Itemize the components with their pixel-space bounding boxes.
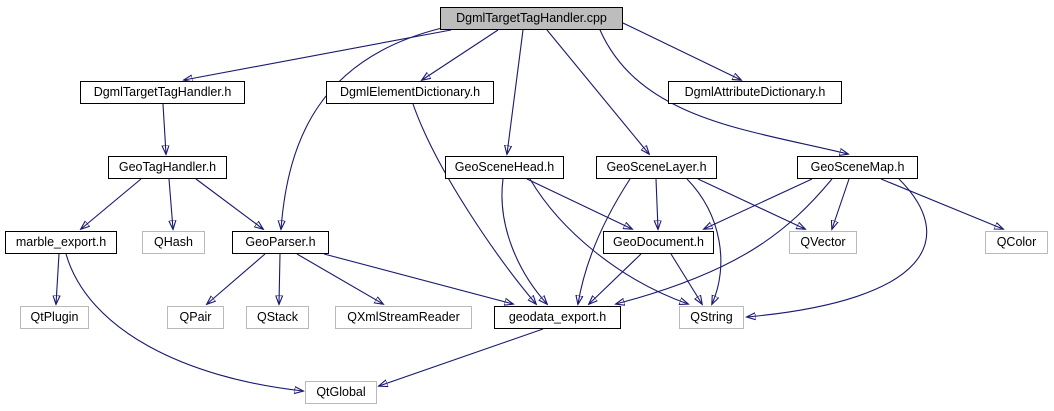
node-scene-head[interactable]: GeoSceneHead.h bbox=[445, 156, 564, 179]
node-cpp: DgmlTargetTagHandler.cpp bbox=[440, 7, 623, 30]
edge-geo-tag-to-qhash bbox=[169, 178, 173, 229]
edge-scene-head-to-qstring bbox=[529, 178, 688, 304]
edge-dgml-elem-to-geodata-export bbox=[412, 103, 536, 304]
node-scene-map[interactable]: GeoSceneMap.h bbox=[797, 156, 918, 179]
node-scene-layer[interactable]: GeoSceneLayer.h bbox=[596, 156, 717, 179]
node-qxml: QXmlStreamReader bbox=[335, 306, 472, 329]
edge-geo-parser-to-qstack bbox=[279, 253, 280, 304]
edge-scene-layer-to-qvector bbox=[697, 178, 805, 229]
edge-scene-map-to-geodata-export bbox=[616, 178, 833, 304]
node-marble-export[interactable]: marble_export.h bbox=[5, 231, 117, 254]
node-qvector: QVector bbox=[789, 231, 857, 254]
edge-scene-map-to-qvector bbox=[832, 178, 850, 229]
edge-cpp-to-dgml-attr bbox=[622, 22, 741, 80]
edge-geo-parser-to-qpair bbox=[207, 253, 266, 304]
edge-geo-parser-to-geodata-export bbox=[323, 253, 513, 304]
node-dgml-elem[interactable]: DgmlElementDictionary.h bbox=[326, 81, 494, 104]
node-geo-document[interactable]: GeoDocument.h bbox=[603, 231, 714, 254]
edge-scene-head-to-geo-document bbox=[526, 178, 632, 229]
edge-dgml-target-h-to-geo-tag bbox=[163, 103, 166, 154]
node-qhash: QHash bbox=[142, 231, 205, 254]
edge-cpp-to-geo-parser bbox=[281, 27, 443, 229]
edge-scene-map-to-qstring bbox=[747, 178, 928, 317]
edge-cpp-to-dgml-elem bbox=[422, 29, 499, 80]
edge-scene-map-to-qcolor bbox=[880, 178, 1003, 229]
edge-geo-document-to-qstring bbox=[670, 253, 702, 304]
node-geo-tag[interactable]: GeoTagHandler.h bbox=[108, 156, 227, 179]
edge-scene-layer-to-qstring bbox=[686, 178, 722, 304]
node-dgml-target-h[interactable]: DgmlTargetTagHandler.h bbox=[80, 81, 245, 104]
edge-geo-tag-to-marble-export bbox=[81, 178, 142, 229]
node-qtglobal: QtGlobal bbox=[305, 381, 377, 404]
edge-scene-map-to-geo-document bbox=[704, 178, 813, 229]
node-dgml-attr[interactable]: DgmlAttributeDictionary.h bbox=[668, 81, 842, 104]
node-qtplugin: QtPlugin bbox=[20, 306, 89, 329]
edge-cpp-to-scene-head bbox=[507, 29, 524, 154]
edge-geo-tag-to-geo-parser bbox=[195, 178, 263, 229]
node-qstring: QString bbox=[679, 306, 744, 329]
edge-marble-export-to-qtplugin bbox=[56, 253, 59, 304]
edge-geo-document-to-geodata-export bbox=[589, 253, 642, 304]
edge-marble-export-to-qtglobal bbox=[65, 253, 303, 391]
edge-cpp-to-scene-map bbox=[599, 29, 848, 154]
edge-cpp-to-scene-layer bbox=[546, 29, 649, 154]
node-qpair: QPair bbox=[167, 306, 224, 329]
node-geo-parser[interactable]: GeoParser.h bbox=[232, 231, 329, 254]
edge-cpp-to-dgml-target-h bbox=[184, 29, 452, 80]
edge-geodata-export-to-qtglobal bbox=[379, 328, 544, 386]
node-qstack: QStack bbox=[246, 306, 309, 329]
edge-scene-layer-to-geodata-export bbox=[578, 178, 631, 304]
node-qcolor: QColor bbox=[985, 231, 1048, 254]
node-geodata-export[interactable]: geodata_export.h bbox=[494, 306, 621, 329]
edge-scene-head-to-geodata-export bbox=[501, 178, 547, 304]
edge-scene-layer-to-geo-document bbox=[656, 178, 658, 229]
edge-geo-parser-to-qxml bbox=[296, 253, 383, 304]
